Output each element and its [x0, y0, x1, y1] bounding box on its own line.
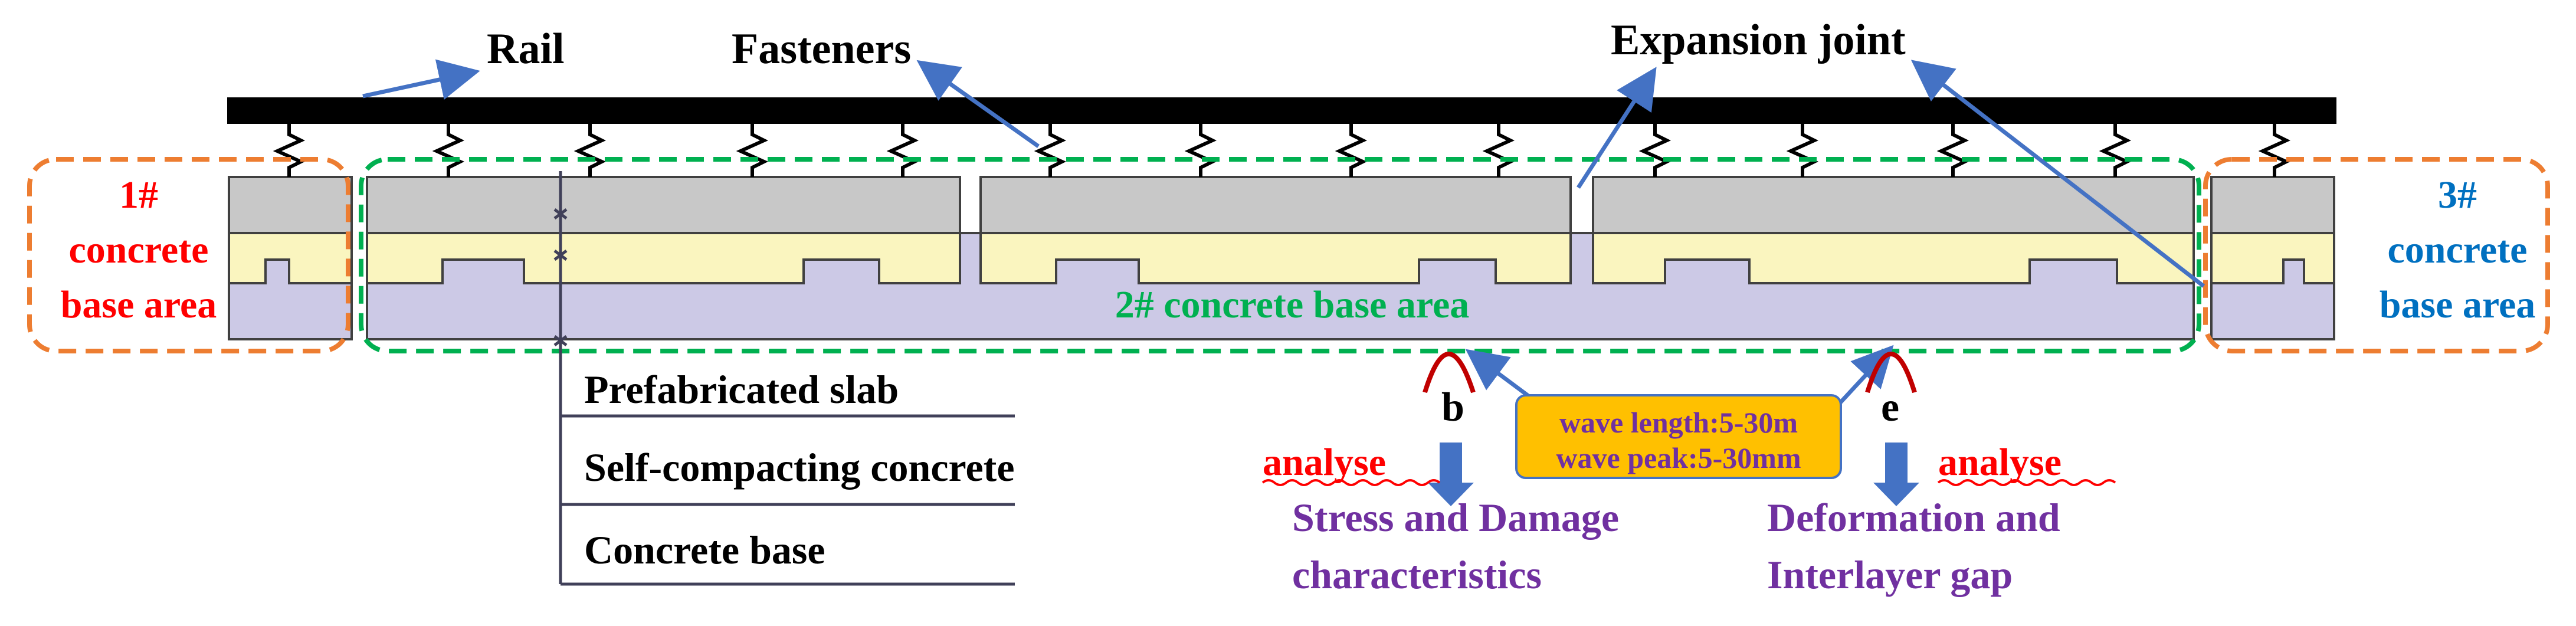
analyse-left-underline	[1261, 479, 1441, 486]
analyse-right-label: analyse	[1938, 441, 2062, 484]
wave-defect-e	[1865, 352, 1917, 394]
slab-3-prefabricated	[979, 176, 1572, 234]
wave-peak-text: wave peak:5-30mm	[1556, 441, 1801, 474]
point-e-label: e	[1881, 385, 1899, 430]
result-left-line2: characteristics	[1292, 552, 1542, 597]
expansion-joint-pointer-arrow-2	[1910, 60, 2205, 288]
down-arrow-left	[1428, 443, 1474, 506]
fastener-spring	[1034, 124, 1066, 177]
fastener-spring	[1482, 124, 1515, 177]
area-1-label-line1: 1#	[119, 173, 158, 217]
fastener-spring	[736, 124, 768, 177]
area-1-label-line3: base area	[61, 283, 217, 326]
down-arrow-right	[1873, 443, 1919, 506]
area-3-label-line2: concrete	[2388, 228, 2528, 271]
fastener-spring	[1638, 124, 1671, 177]
expansion-joint-pointer-arrow	[1577, 67, 1657, 189]
area-3-label-line3: base area	[2380, 283, 2536, 326]
fasteners-pointer-arrow	[916, 60, 1040, 148]
fastener-spring	[1936, 124, 1969, 177]
pointer-arrows	[362, 59, 2205, 409]
analyse-left-label: analyse	[1263, 441, 1386, 484]
wave-length-text: wave length:5-30m	[1559, 406, 1798, 439]
fastener-spring	[432, 124, 464, 177]
layer-leaders	[553, 171, 1015, 586]
fastener-group	[273, 124, 2290, 177]
slab-5-scc	[2210, 232, 2335, 284]
fasteners-label: Fasteners	[732, 25, 911, 73]
slab-3	[979, 176, 1572, 284]
fastener-spring	[273, 124, 305, 177]
rail-label: Rail	[487, 25, 565, 73]
slab-4-prefabricated	[1592, 176, 2195, 234]
result-left-line1: Stress and Damage	[1292, 495, 1619, 540]
layer-slab-label: Prefabricated slab	[584, 367, 899, 412]
slab-5	[2210, 176, 2335, 340]
analyse-right-underline	[1937, 479, 2116, 486]
callout-arrow-b	[1465, 349, 1536, 402]
slab-1	[228, 176, 353, 340]
point-b-label: b	[1441, 385, 1464, 430]
wave-parameter-callout	[1515, 394, 1842, 479]
fastener-spring	[2258, 124, 2290, 177]
fastener-spring	[2099, 124, 2131, 177]
area-1-label-line2: concrete	[69, 228, 209, 271]
layer-scc-label: Self-compacting concrete	[584, 445, 1015, 490]
slab-2-prefabricated	[366, 176, 961, 234]
slab-1-prefabricated	[228, 176, 353, 234]
area-2-label: 2# concrete base area	[1115, 283, 1470, 326]
rail-pointer-arrow	[362, 59, 480, 100]
fastener-spring	[573, 124, 606, 177]
slab-1-base	[228, 258, 353, 340]
fastener-spring	[1184, 124, 1217, 177]
area-3-label-line1: 3#	[2438, 173, 2477, 217]
area-3-box	[2203, 157, 2550, 353]
result-right-line2: Interlayer gap	[1767, 552, 2013, 597]
layer-base-label: Concrete base	[584, 527, 825, 572]
base-2-continuous	[366, 232, 2195, 340]
slab-5-prefabricated	[2210, 176, 2335, 234]
fastener-spring	[886, 124, 919, 177]
fastener-spring	[1335, 124, 1367, 177]
expansion-joint-label: Expansion joint	[1611, 16, 1906, 64]
rail-bar	[227, 97, 2336, 124]
result-right-line1: Deformation and	[1767, 495, 2060, 540]
wave-defect-b	[1423, 352, 1476, 394]
slab-5-base	[2210, 258, 2335, 340]
fastener-spring	[1786, 124, 1818, 177]
